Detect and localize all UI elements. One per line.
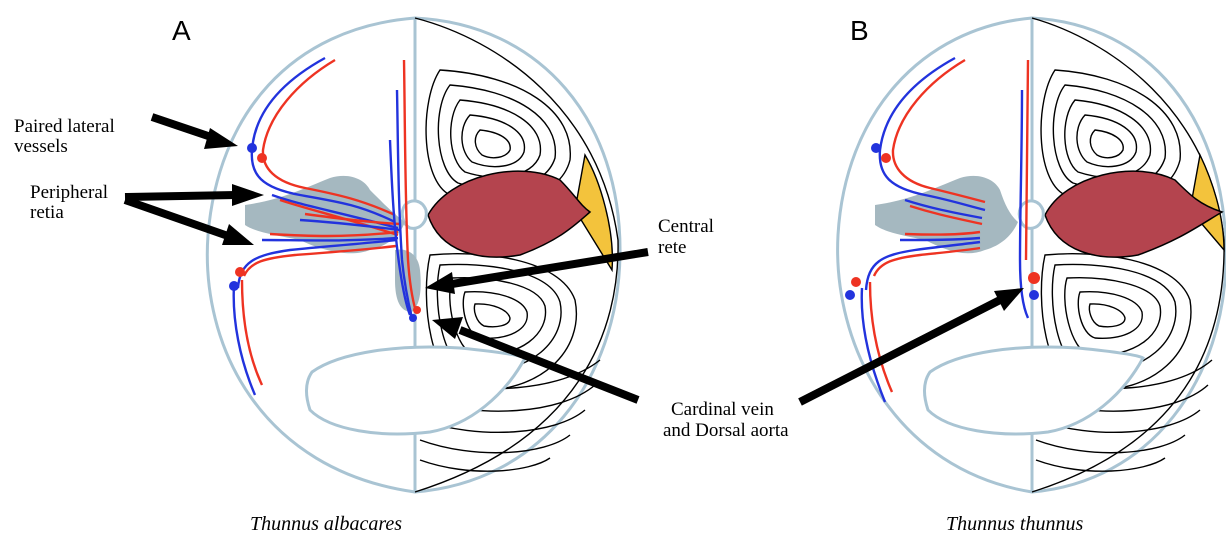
panel-a: A (125, 15, 648, 535)
panel-b-caption: Thunnus thunnus (946, 513, 1083, 535)
panel-b: B (800, 15, 1226, 535)
label-cardinal-line2: and Dorsal aorta (663, 420, 789, 441)
panel-b-lateral-artery-upper (881, 153, 891, 163)
arrow-paired-lateral (152, 117, 214, 138)
panel-b-lateral-artery-lower (851, 277, 861, 287)
panel-b-dorsal-aorta (1028, 272, 1040, 284)
label-paired-lateral-line2: vessels (14, 136, 68, 157)
panel-a-letter: A (172, 15, 191, 46)
label-central-line1: Central (658, 216, 714, 237)
panel-a-lateral-artery-lower (235, 267, 245, 277)
arrow-peripheral-upper (125, 195, 236, 197)
panel-b-cardinal-vein (1029, 290, 1039, 300)
label-peripheral-line1: Peripheral (30, 182, 108, 203)
panel-a-lateral-vein-upper (247, 143, 257, 153)
label-central-line2: rete (658, 237, 686, 258)
label-paired-lateral-line1: Paired lateral (14, 116, 115, 137)
panel-b-letter: B (850, 15, 869, 46)
label-peripheral-line2: retia (30, 202, 64, 223)
label-cardinal-line1: Cardinal vein (671, 399, 774, 420)
panel-a-caption: Thunnus albacares (250, 513, 402, 535)
panel-a-dorsal-aorta (413, 306, 421, 314)
panel-a-lateral-artery-upper (257, 153, 267, 163)
panel-a-cardinal-vein (409, 314, 417, 322)
panel-b-spinal-cavity (1019, 201, 1043, 228)
panel-b-lateral-vein-lower (845, 290, 855, 300)
panel-b-lateral-vein-upper (871, 143, 881, 153)
panel-a-lateral-vein-lower (229, 281, 239, 291)
